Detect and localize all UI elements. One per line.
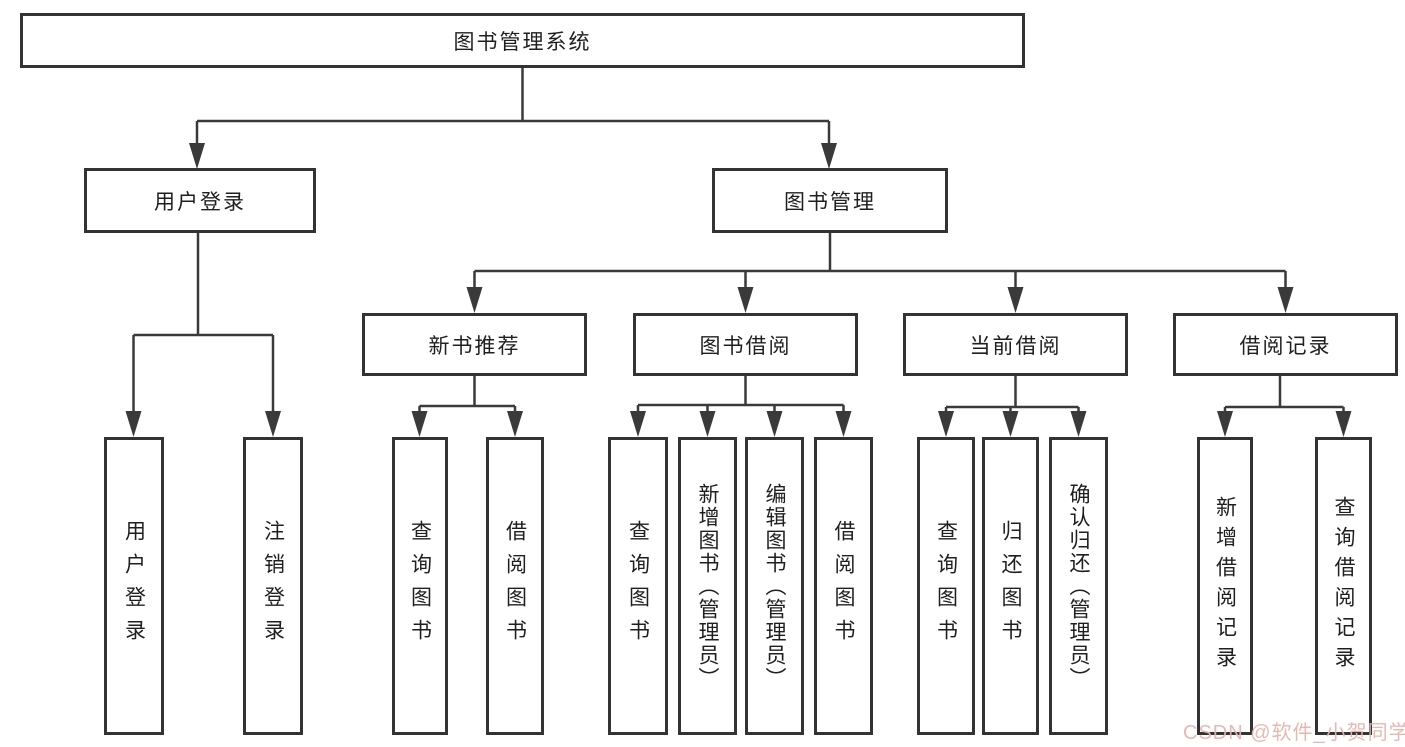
node-label: 确认归还（管理员） bbox=[1067, 482, 1090, 690]
node-book-management: 图书管理 bbox=[712, 168, 948, 233]
leaf-bb-add-books-admin: 新增图书（管理员） bbox=[678, 437, 737, 735]
leaf-cb-return-books: 归还图书 bbox=[982, 437, 1039, 735]
node-label: 注销登录 bbox=[261, 520, 285, 652]
node-label: 借阅图书 bbox=[503, 520, 527, 652]
leaf-bb-edit-books-admin: 编辑图书（管理员） bbox=[745, 437, 804, 735]
leaf-bb-query-books: 查询图书 bbox=[608, 437, 668, 735]
node-current-borrow: 当前借阅 bbox=[903, 313, 1128, 376]
leaf-logout: 注销登录 bbox=[243, 437, 303, 735]
leaf-nb-borrow-books: 借阅图书 bbox=[486, 437, 544, 735]
node-label: 新书推荐 bbox=[428, 334, 521, 358]
node-label: 借阅记录 bbox=[1239, 334, 1332, 358]
node-label: 查询图书 bbox=[408, 520, 432, 652]
node-label: 查询图书 bbox=[626, 520, 650, 652]
node-label: 借阅图书 bbox=[832, 520, 855, 652]
node-root-library-system: 图书管理系统 bbox=[20, 13, 1025, 68]
node-borrow-records: 借阅记录 bbox=[1173, 313, 1398, 376]
node-label: 查询图书 bbox=[934, 520, 958, 652]
leaf-nb-query-books: 查询图书 bbox=[392, 437, 448, 735]
node-book-borrow: 图书借阅 bbox=[633, 313, 858, 376]
node-user-login: 用户登录 bbox=[84, 168, 316, 233]
csdn-watermark: CSDN @软件_小贺同学 bbox=[1183, 722, 1405, 744]
node-label: 用户登录 bbox=[154, 190, 246, 214]
node-new-book-recommend: 新书推荐 bbox=[362, 313, 587, 376]
node-label: 编辑图书（管理员） bbox=[763, 482, 786, 690]
arrowhead-icons bbox=[125, 143, 1352, 437]
leaf-br-query-borrow-record: 查询借阅记录 bbox=[1315, 437, 1372, 735]
leaf-bb-borrow-books: 借阅图书 bbox=[814, 437, 873, 735]
leaf-br-add-borrow-record: 新增借阅记录 bbox=[1197, 437, 1253, 735]
node-label: 当前借阅 bbox=[969, 334, 1062, 358]
node-label: 用户登录 bbox=[122, 520, 146, 652]
node-label: 新增图书（管理员） bbox=[696, 482, 719, 690]
leaf-cb-query-books: 查询图书 bbox=[917, 437, 975, 735]
node-label: 图书管理 bbox=[784, 190, 876, 214]
leaf-cb-confirm-return-admin: 确认归还（管理员） bbox=[1049, 437, 1108, 735]
node-label: 新增借阅记录 bbox=[1213, 496, 1237, 676]
node-label: 图书管理系统 bbox=[453, 30, 592, 54]
leaf-user-login: 用户登录 bbox=[104, 437, 164, 735]
node-label: 查询借阅记录 bbox=[1332, 496, 1355, 676]
node-label: 归还图书 bbox=[999, 520, 1022, 652]
node-label: 图书借阅 bbox=[699, 334, 792, 358]
